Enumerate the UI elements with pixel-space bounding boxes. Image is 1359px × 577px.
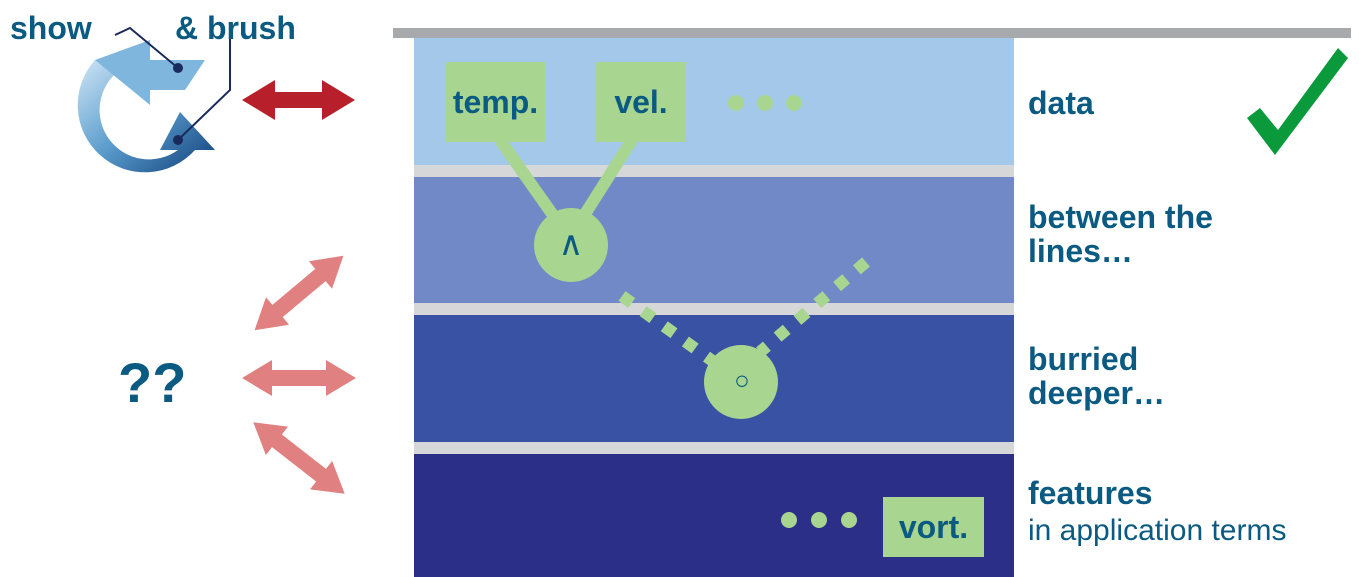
double-arrow-icon: [242, 360, 356, 396]
cycle-arrows-icon: [77, 40, 216, 173]
connector-vel-and: [572, 136, 638, 229]
show-callout: [114, 26, 179, 69]
connector-temp-and: [495, 136, 565, 229]
question-marks: ??: [118, 351, 187, 414]
brush-label: & brush: [175, 10, 296, 46]
checkmark-icon: [1247, 48, 1348, 155]
layer-gap: [414, 165, 1014, 177]
double-arrow-icon: [254, 255, 344, 331]
label-between: between the lines…: [1028, 199, 1213, 269]
double-arrow-icon: [242, 80, 355, 120]
ellipsis-dot: [841, 512, 857, 528]
ellipsis-dot: [811, 512, 827, 528]
double-arrow-icon: [253, 422, 345, 494]
and-symbol: ∧: [558, 225, 584, 263]
brush-callout: [177, 35, 231, 141]
and-node: [534, 208, 608, 282]
layer-between: [414, 177, 1014, 303]
label-features: features in application terms: [1028, 475, 1287, 547]
compose-symbol: ○: [734, 365, 750, 395]
tag-vel: vel.: [596, 62, 686, 142]
show-label: show: [10, 10, 92, 46]
ellipsis-dot: [728, 95, 744, 111]
layer-gap: [414, 303, 1014, 315]
label-data: data: [1028, 85, 1094, 121]
ellipsis-dot: [757, 95, 773, 111]
ellipsis-dot: [786, 95, 802, 111]
connector-dotted-right: [756, 257, 870, 357]
tag-temp: temp.: [446, 62, 545, 142]
label-features-sub: in application terms: [1028, 514, 1287, 547]
label-burried: burried deeper…: [1028, 341, 1165, 411]
layer-gap: [414, 442, 1014, 454]
tag-vort: vort.: [883, 497, 984, 557]
top-divider-bar: [393, 28, 1351, 38]
connector-dotted-left: [618, 291, 718, 367]
ellipsis-dot: [781, 512, 797, 528]
compose-node: [704, 345, 778, 419]
